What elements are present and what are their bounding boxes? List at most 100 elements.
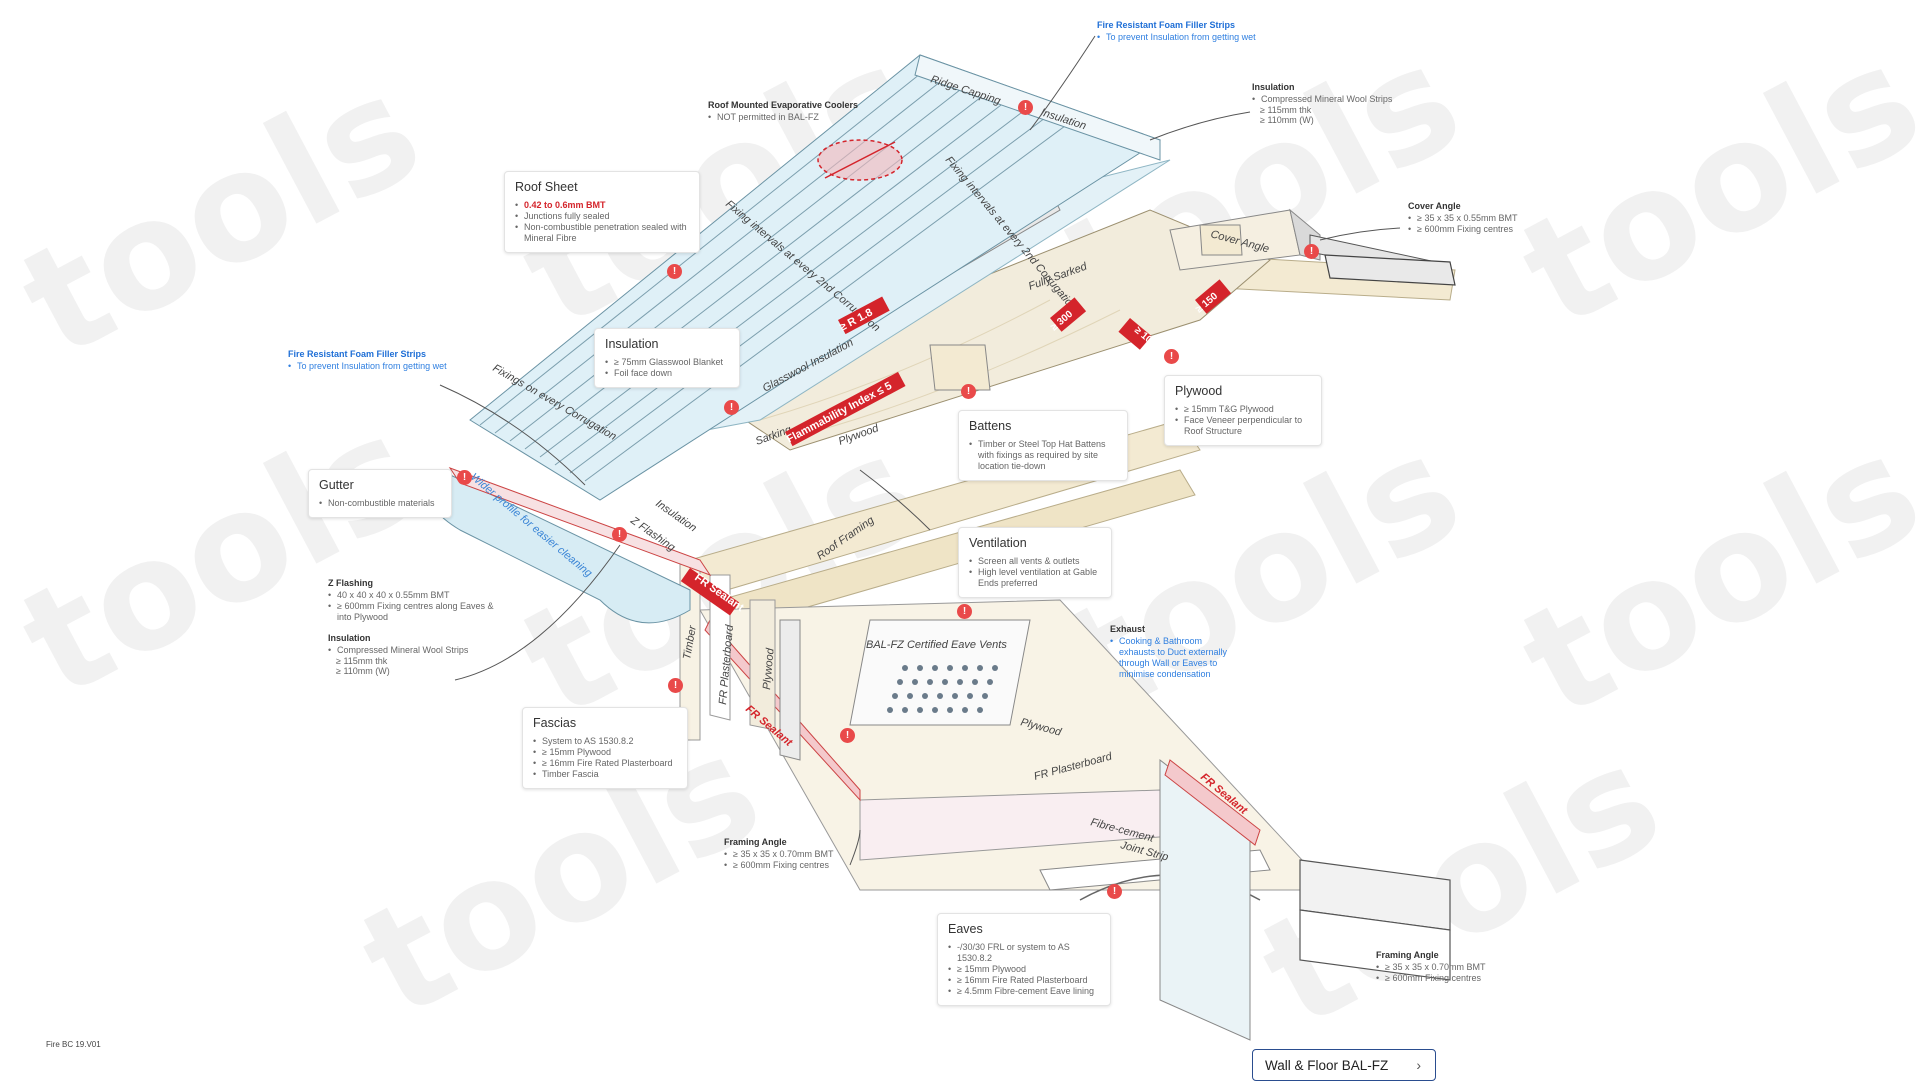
callout-roof-sheet-item: Non-combustible penetration sealed with … — [515, 222, 689, 244]
note-cover-angle: Cover Angle ≥ 35 x 35 x 0.55mm BMT ≥ 600… — [1408, 201, 1558, 235]
note-framing-angle-mid: Framing Angle ≥ 35 x 35 x 0.70mm BMT ≥ 6… — [724, 837, 874, 871]
note-fr-foam-top-title: Fire Resistant Foam Filler Strips — [1097, 20, 1236, 30]
alert-icon[interactable]: ! — [840, 728, 855, 743]
note-insulation-right-sub: ≥ 110mm (W) — [1260, 115, 1314, 125]
note-z-flashing-item: ≥ 600mm Fixing centres along Eaves & int… — [328, 601, 504, 623]
note-insulation-right-sub: ≥ 115mm thk — [1260, 105, 1312, 115]
callout-fascias-item: ≥ 15mm Plywood — [533, 747, 677, 758]
callout-ventilation-item: Screen all vents & outlets — [969, 556, 1101, 567]
note-fr-foam-left-item: To prevent Insulation from getting wet — [288, 361, 448, 372]
label-eave-vents: BAL-FZ Certified Eave Vents — [866, 639, 1007, 651]
alert-icon[interactable]: ! — [1018, 100, 1033, 115]
callout-gutter-title: Gutter — [319, 478, 354, 492]
roof-sheet — [469, 54, 1162, 501]
note-framing-angle-mid-item: ≥ 600mm Fixing centres — [724, 860, 874, 871]
wall-floor-nav-label: Wall & Floor BAL-FZ — [1265, 1057, 1389, 1073]
callout-fascias-item: ≥ 16mm Fire Rated Plasterboard — [533, 758, 677, 769]
callout-gutter: Gutter Non-combustible materials — [308, 469, 452, 518]
cover-angle-detail — [1324, 254, 1456, 286]
note-framing-angle-mid-title: Framing Angle — [724, 837, 787, 847]
note-fr-foam-top: Fire Resistant Foam Filler Strips To pre… — [1097, 20, 1257, 43]
callout-insulation-item: Foil face down — [605, 368, 729, 379]
svg-text:tools: tools — [0, 42, 446, 392]
note-cover-angle-item: ≥ 35 x 35 x 0.55mm BMT — [1408, 213, 1558, 224]
chevron-right-icon: › — [1416, 1057, 1421, 1073]
callout-insulation: Insulation ≥ 75mm Glasswool Blanket Foil… — [594, 328, 740, 388]
note-framing-angle-right: Framing Angle ≥ 35 x 35 x 0.70mm BMT ≥ 6… — [1376, 950, 1526, 984]
note-insulation-right-item: Compressed Mineral Wool Strips — [1252, 94, 1412, 105]
callout-ventilation: Ventilation Screen all vents & outlets H… — [958, 527, 1112, 598]
callout-insulation-title: Insulation — [605, 337, 659, 351]
note-cover-angle-item: ≥ 600mm Fixing centres — [1408, 224, 1558, 235]
note-z-flashing-title: Z Flashing — [328, 578, 373, 588]
callout-roof-sheet-item: Junctions fully sealed — [515, 211, 689, 222]
callout-ventilation-item: High level ventilation at Gable Ends pre… — [969, 567, 1101, 589]
note-exhaust-item: Cooking & Bathroom exhausts to Duct exte… — [1110, 636, 1240, 680]
callout-fascias-item: Timber Fascia — [533, 769, 677, 780]
alert-icon[interactable]: ! — [1304, 244, 1319, 259]
callout-plywood-title: Plywood — [1175, 384, 1223, 398]
note-cover-angle-title: Cover Angle — [1408, 201, 1461, 211]
glasswool-rating-tag — [838, 296, 890, 335]
note-insulation-left-sub: ≥ 115mm thk — [336, 656, 388, 666]
note-z-flashing: Z Flashing 40 x 40 x 40 x 0.55mm BMT ≥ 6… — [328, 578, 504, 623]
dim-300-tag — [1050, 297, 1087, 332]
callout-fascias-title: Fascias — [533, 716, 577, 730]
svg-text:tools: tools — [1495, 402, 1920, 752]
label-plywood-v: Plywood — [761, 647, 777, 690]
alert-icon[interactable]: ! — [1164, 349, 1179, 364]
callout-fascias-item: System to AS 1530.8.2 — [533, 736, 677, 747]
callout-eaves: Eaves -/30/30 FRL or system to AS 1530.8… — [937, 913, 1111, 1006]
note-framing-angle-right-item: ≥ 35 x 35 x 0.70mm BMT — [1376, 962, 1526, 973]
note-exhaust-title: Exhaust — [1110, 624, 1146, 634]
wall-floor-nav-button[interactable]: Wall & Floor BAL-FZ › — [1252, 1049, 1436, 1081]
note-insulation-left: Insulation Compressed Mineral Wool Strip… — [328, 633, 488, 676]
alert-icon[interactable]: ! — [668, 678, 683, 693]
flammability-tag — [784, 371, 906, 447]
alert-icon[interactable]: ! — [667, 264, 682, 279]
callout-insulation-item: ≥ 75mm Glasswool Blanket — [605, 357, 729, 368]
note-evap-coolers-title: Roof Mounted Evaporative Coolers — [708, 100, 859, 110]
callout-plywood-item: Face Veneer perpendicular to Roof Struct… — [1175, 415, 1311, 437]
note-framing-angle-right-item: ≥ 600mm Fixing centres — [1376, 973, 1526, 984]
note-insulation-right-title: Insulation — [1252, 82, 1295, 92]
callout-eaves-item: -/30/30 FRL or system to AS 1530.8.2 — [948, 942, 1100, 964]
callout-eaves-item: ≥ 15mm Plywood — [948, 964, 1100, 975]
fr-sealant-a-tag — [680, 567, 740, 616]
alert-icon[interactable]: ! — [1107, 884, 1122, 899]
note-insulation-left-sub: ≥ 110mm (W) — [336, 666, 390, 676]
battens — [929, 224, 1243, 391]
eave-vent-grille — [887, 665, 998, 713]
callout-eaves-item: ≥ 16mm Fire Rated Plasterboard — [948, 975, 1100, 986]
callout-plywood-item: ≥ 15mm T&G Plywood — [1175, 404, 1311, 415]
callout-battens-item: Timber or Steel Top Hat Battens with fix… — [969, 439, 1117, 472]
svg-text:tools: tools — [0, 382, 446, 732]
alert-icon[interactable]: ! — [457, 470, 472, 485]
note-fr-foam-left-title: Fire Resistant Foam Filler Strips — [288, 349, 427, 359]
callout-battens: Battens Timber or Steel Top Hat Battens … — [958, 410, 1128, 481]
callout-roof-sheet-item: 0.42 to 0.6mm BMT — [515, 200, 689, 211]
alert-icon[interactable]: ! — [724, 400, 739, 415]
note-insulation-left-title: Insulation — [328, 633, 371, 643]
alert-icon[interactable]: ! — [612, 527, 627, 542]
callout-battens-title: Battens — [969, 419, 1012, 433]
document-code: Fire BC 19.V01 — [46, 1040, 101, 1049]
note-evap-coolers-item: NOT permitted in BAL-FZ — [708, 112, 868, 123]
alert-icon[interactable]: ! — [961, 384, 976, 399]
callout-roof-sheet: Roof Sheet 0.42 to 0.6mm BMT Junctions f… — [504, 171, 700, 253]
note-insulation-right: Insulation Compressed Mineral Wool Strip… — [1252, 82, 1412, 125]
callout-eaves-item: ≥ 4.5mm Fibre-cement Eave lining — [948, 986, 1100, 997]
note-framing-angle-right-title: Framing Angle — [1376, 950, 1439, 960]
note-fr-foam-left: Fire Resistant Foam Filler Strips To pre… — [288, 349, 448, 372]
dim-10-tag — [1118, 317, 1152, 350]
callout-plywood: Plywood ≥ 15mm T&G Plywood Face Veneer p… — [1164, 375, 1322, 446]
dim-150-tag — [1195, 279, 1232, 314]
callout-roof-sheet-title: Roof Sheet — [515, 180, 578, 194]
alert-icon[interactable]: ! — [957, 604, 972, 619]
note-framing-angle-mid-item: ≥ 35 x 35 x 0.70mm BMT — [724, 849, 874, 860]
note-evap-coolers: Roof Mounted Evaporative Coolers NOT per… — [708, 100, 868, 123]
note-insulation-left-item: Compressed Mineral Wool Strips — [328, 645, 488, 656]
callout-ventilation-title: Ventilation — [969, 536, 1027, 550]
svg-text:tools: tools — [1495, 12, 1920, 362]
